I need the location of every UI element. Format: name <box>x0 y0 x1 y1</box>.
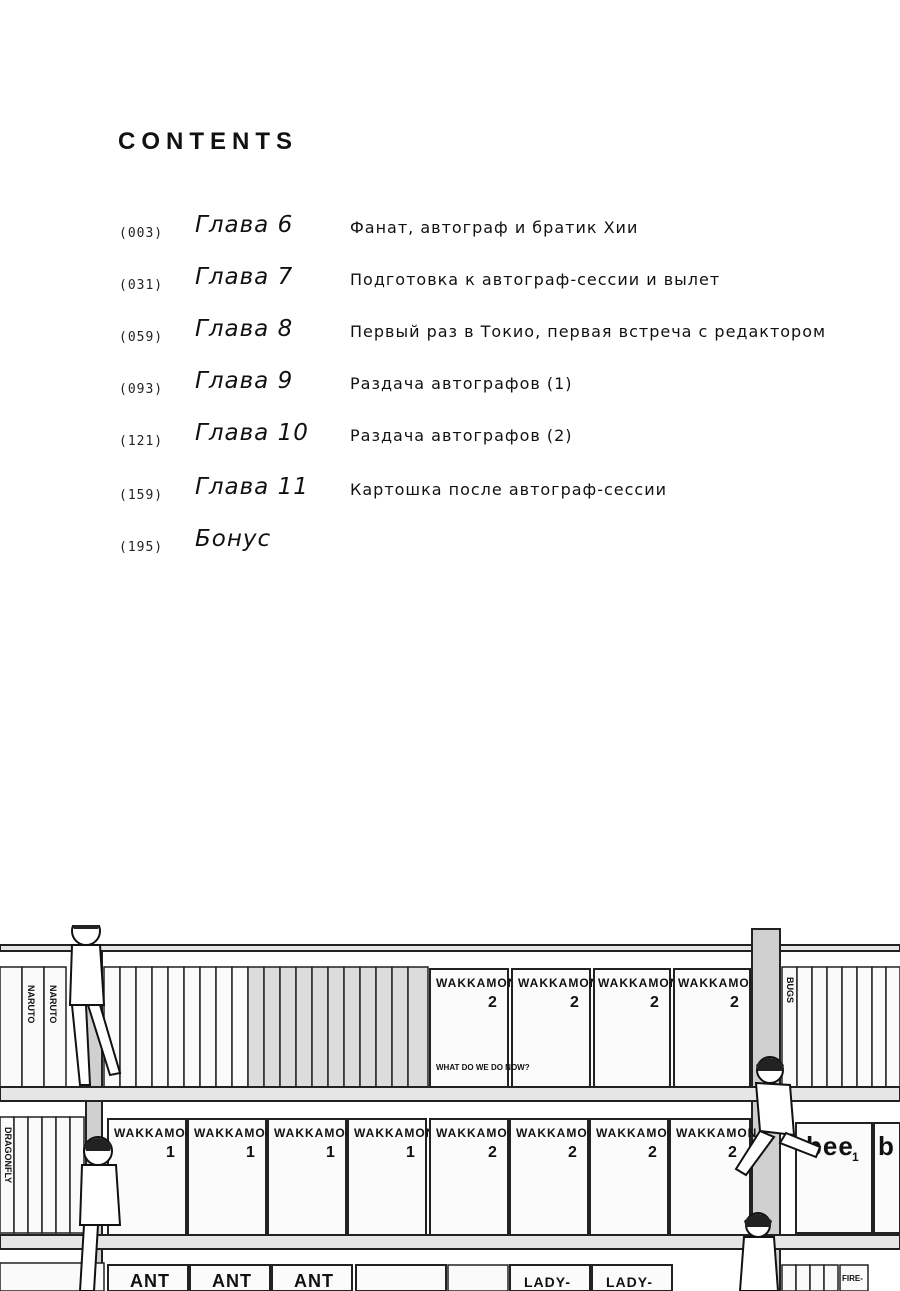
boy-figure-standing-top <box>68 925 122 1086</box>
cover-title: WAKKAMON <box>516 1126 597 1140</box>
cover-number: 2 <box>730 994 739 1011</box>
cover-title: WAKKAMON <box>678 976 759 990</box>
page-title: CONTENTS <box>118 128 298 155</box>
toc-chapter: Бонус <box>195 526 272 552</box>
toc-page-number: (093) <box>119 382 164 397</box>
toc-description: Раздача автографов (1) <box>350 374 573 393</box>
toc-page-number: (195) <box>119 540 164 555</box>
cover-subtitle: WHAT DO WE DO NOW? <box>436 1063 530 1072</box>
spine-label: FIRE- <box>842 1274 863 1283</box>
cover-number: 2 <box>488 1144 497 1161</box>
cover-number: 2 <box>648 1144 657 1161</box>
toc-description: Фанат, автограф и братик Хии <box>350 218 639 237</box>
cover-title: WAKKAMON <box>436 1126 517 1140</box>
bugs-spines: BUGS <box>781 966 900 1088</box>
toc-chapter: Глава 9 <box>195 368 294 394</box>
toc-entry[interactable]: (031) Глава 7 Подготовка к автограф-сесс… <box>0 264 900 304</box>
cover-number: 1 <box>326 1144 335 1161</box>
cover-title: WAKKAMON <box>436 976 517 990</box>
cover-title: b <box>878 1131 895 1161</box>
toc-entry[interactable]: (121) Глава 10 Раздача автографов (2) <box>0 420 900 460</box>
cover-title: WAKKAMON <box>194 1126 275 1140</box>
toc-entry[interactable]: (093) Глава 9 Раздача автографов (1) <box>0 368 900 408</box>
toc-chapter: Глава 11 <box>195 474 309 500</box>
dragonfly-spines: DRAGONFLY <box>0 1116 85 1234</box>
toc-description: Раздача автографов (2) <box>350 426 573 445</box>
cover-number: 1 <box>246 1144 255 1161</box>
wakkamon-spines <box>103 966 429 1088</box>
wakkamon-covers-top: WAKKAMON 2 WAKKAMON 2 WAKKAMON 2 WAKKAMO… <box>429 968 759 1088</box>
toc-entry[interactable]: (159) Глава 11 Картошка после автограф-с… <box>0 474 900 514</box>
spine-label: DRAGONFLY <box>3 1127 13 1183</box>
bookshelf-illustration: NARUTO NARUTO WAKKAMON 2 WAKKAMON 2 <box>0 925 900 1291</box>
toc-chapter: Глава 7 <box>195 264 294 290</box>
cover-number: 2 <box>728 1144 737 1161</box>
wakkamon-covers-middle: WAKKAMON 1 WAKKAMON 1 WAKKAMON 1 WAKKAMO… <box>107 1118 757 1236</box>
cover-title: LADY- <box>606 1274 653 1290</box>
shelf-board <box>0 1234 900 1250</box>
cover-number: 2 <box>568 1144 577 1161</box>
toc-entry[interactable]: (003) Глава 6 Фанат, автограф и братик Х… <box>0 212 900 252</box>
cover-title: WAKKAMON <box>518 976 599 990</box>
cover-title: WAKKAMON <box>274 1126 355 1140</box>
cover-title: WAKKAMON <box>354 1126 435 1140</box>
toc-page-number: (059) <box>119 330 164 345</box>
spine-label: NARUTO <box>48 985 58 1023</box>
boy-figure-running <box>734 1056 822 1177</box>
shelf-board <box>0 1086 900 1102</box>
cover-number: 1 <box>166 1144 175 1161</box>
toc-description: Картошка после автограф-сессии <box>350 480 668 499</box>
spine-label: BUGS <box>785 977 795 1003</box>
bottom-spines: ANT ANT ANT LADY- LADY- FIRE- <box>0 1262 869 1291</box>
toc-page-number: (159) <box>119 488 164 503</box>
cover-title: ANT <box>130 1271 170 1291</box>
boy-figure-standing-middle <box>78 1136 122 1291</box>
cover-title: WAKKAMON <box>598 976 679 990</box>
cover-number: 2 <box>650 994 659 1011</box>
toc-description: Первый раз в Токио, первая встреча с ред… <box>350 322 827 341</box>
cover-number: 2 <box>488 994 497 1011</box>
toc-entry[interactable]: (195) Бонус <box>0 526 900 566</box>
cover-number: 2 <box>570 994 579 1011</box>
cover-title: ANT <box>212 1271 252 1291</box>
cover-title: WAKKAMON <box>596 1126 677 1140</box>
naruto-spines: NARUTO NARUTO <box>0 966 67 1088</box>
toc-page-number: (121) <box>119 434 164 449</box>
bee-cover: bee 1 b <box>795 1122 900 1234</box>
cover-title: WAKKAMON <box>114 1126 195 1140</box>
toc-entry[interactable]: (059) Глава 8 Первый раз в Токио, первая… <box>0 316 900 356</box>
toc-chapter: Глава 6 <box>195 212 294 238</box>
toc-page-number: (003) <box>119 226 164 241</box>
cover-title: LADY- <box>524 1274 571 1290</box>
toc-page-number: (031) <box>119 278 164 293</box>
shelf-rail <box>0 944 900 952</box>
cover-number: 1 <box>406 1144 415 1161</box>
cover-title: WAKKAMON <box>676 1126 757 1140</box>
toc-chapter: Глава 8 <box>195 316 294 342</box>
boy-figure-bottom <box>738 1212 780 1291</box>
spine-label: NARUTO <box>26 985 36 1023</box>
cover-number: 1 <box>852 1150 860 1164</box>
toc-description: Подготовка к автограф-сессии и вылет <box>350 270 721 289</box>
toc-chapter: Глава 10 <box>195 420 309 446</box>
cover-title: ANT <box>294 1271 334 1291</box>
